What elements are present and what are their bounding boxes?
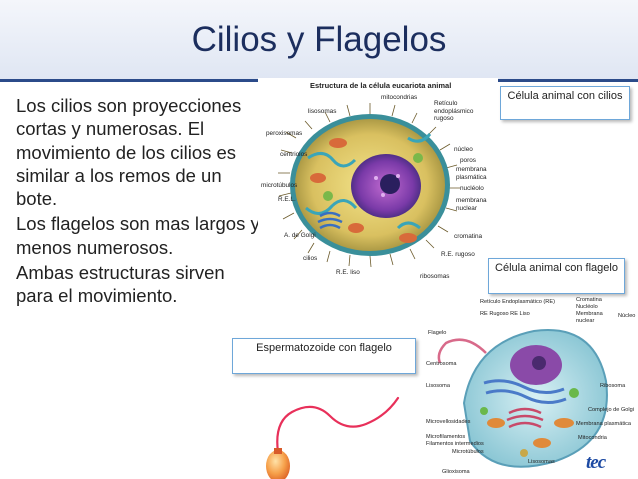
cilia-cell-figure: Estructura de la célula eucariota animal… [258,78,498,286]
tec-logo: tec [586,452,606,473]
label-lisosomas: lisosomas [308,108,337,115]
title-band [0,0,638,80]
label-membrana-nuclear: Membrana nuclear [576,311,603,324]
label-re-liso: R.E. liso [336,269,360,276]
callout-cilia-cell: Célula animal con cilios [500,86,630,120]
label-cilios: cilios [303,255,318,262]
label-nucleo: núcleo [454,146,473,153]
label-re-rugoso: R.E. rugoso [441,251,475,258]
slide-title: Cilios y Flagelos [191,20,447,59]
label-ribosomas: ribosomas [420,273,450,280]
sperm-figure [256,370,406,479]
callout-sperm: Espermatozoide con flagelo [232,338,416,374]
label-poros: poros [460,157,476,164]
label-lisosoma: Lisosoma [426,383,450,389]
label-nucleolo: Nucléolo [576,304,598,310]
label-reticulo-re: Retículo Endoplasmático (RE) [480,299,555,305]
label-microvellosidades: Microvellosidades [426,419,471,425]
callout-flagellum-cell: Célula animal con flagelo [488,258,625,294]
label-nucleo: Núcleo [618,313,636,319]
slide-body: Los cilios son proyecciones cortas y num… [16,94,266,310]
label-ribosoma: Ribosoma [600,383,626,389]
paragraph-movement: Ambas estructuras sirven para el movimie… [16,262,225,307]
flagellum-cell-figure: Retículo Endoplasmático (RE) RE Rugoso R… [424,293,638,479]
label-cromatina: cromatina [454,233,483,240]
label-golgi: Complejo de Golgi [588,407,635,413]
label-glioxisoma: Glioxisoma [442,469,470,475]
label-cromatina: Cromatina [576,297,602,303]
label-golgi: A. de Golgi [284,232,316,239]
label-nucleolo: nucléolo [460,185,484,192]
cilia-figure-heading: Estructura de la célula eucariota animal [310,81,452,90]
label-membrana-plasmatica: Membrana plasmática [576,421,632,427]
label-mitocondrias: mitocondrias [381,94,418,101]
label-membrana-nuclear: membrana nuclear [456,197,487,212]
label-mitocondria: Mitocondria [578,435,607,441]
paragraph-flagella: Los flagelos son mas largos y menos nume… [16,213,260,258]
label-microfilamentos: Microfilamentos [426,434,466,440]
label-centrosoma: Centrosoma [426,361,457,367]
label-peroxisomas: peroxisomas [266,130,303,137]
flagellum-cell-illustration [437,329,608,468]
label-microtubulos: microtúbulos [261,182,298,189]
label-lisosomas: Lisosomas [528,459,555,465]
label-flagelo: Flagelo [428,330,447,336]
label-rel: R.E.L. [278,196,296,203]
label-reticulo: Retículo endoplásmico rugoso [434,100,474,122]
label-filamentos-intermedios: Filamentos intermedios [426,441,484,447]
label-membrana-plasmatica: membrana plasmática [456,166,487,181]
label-microtubulos: Microtúbulos [452,449,484,455]
label-centriolos: centriolos [280,151,308,158]
label-re-rugoso-liso: RE Rugoso RE Liso [480,311,530,317]
paragraph-cilia: Los cilios son proyecciones cortas y num… [16,95,242,210]
sperm-illustration [266,396,400,479]
cilia-cell-illustration [278,103,460,268]
